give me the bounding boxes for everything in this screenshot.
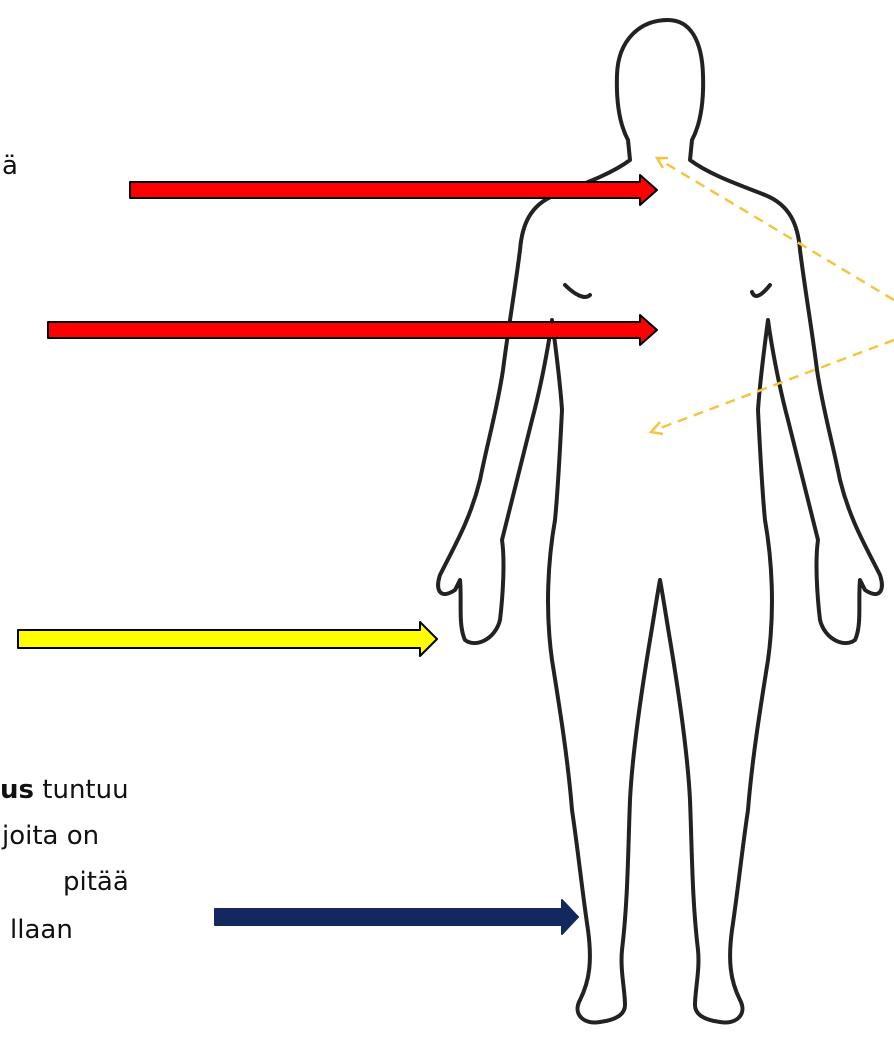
- text-line-3: pitää: [63, 864, 129, 900]
- text-line-1-bold: us: [0, 775, 34, 805]
- text-line-1-rest: tuntuu: [34, 775, 129, 805]
- red-arrow-middle: [48, 315, 657, 345]
- text-line-1: us tuntuu: [0, 772, 129, 808]
- text-fragment-top: ä: [2, 148, 18, 184]
- navy-arrow: [215, 900, 578, 934]
- text-line-4: llaan: [10, 912, 73, 948]
- text-line-2: joita on: [2, 818, 99, 854]
- dashed-arrowheads: [651, 158, 668, 434]
- yellow-arrow: [18, 622, 437, 656]
- red-arrow-upper: [130, 175, 657, 205]
- human-body-outline-icon: [438, 20, 882, 1023]
